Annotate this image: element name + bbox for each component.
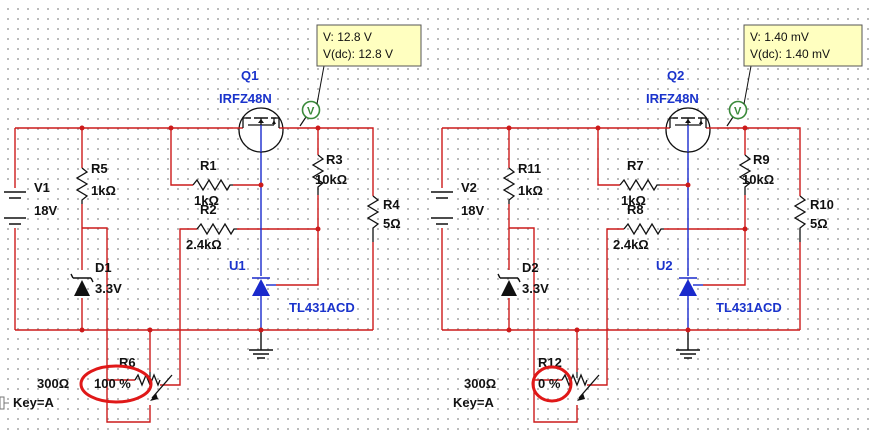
r11-value-label: 1kΩ <box>518 183 543 198</box>
resistor-r1 <box>192 178 233 192</box>
r10-ref-label: R10 <box>810 197 834 212</box>
v2-ref-label: V2 <box>461 180 477 195</box>
u2-part-label: TL431ACD <box>716 300 782 315</box>
potentiometer-r6 <box>134 372 173 401</box>
svg-text:V: V <box>734 106 742 118</box>
probe-voltage-text: V: 1.40 mV <box>750 30 809 44</box>
probe-voltage-text: V: 12.8 V <box>323 30 372 44</box>
q1-ref-label: Q1 <box>241 68 258 83</box>
mosfet-q2 <box>660 107 717 153</box>
r8-ref-label: R8 <box>627 202 644 217</box>
shunt-regulator-u1 <box>252 277 276 296</box>
v2-value-label: 18V <box>461 203 484 218</box>
voltage-probe-icon[interactable] <box>301 100 321 120</box>
ground-symbol-left <box>249 349 273 359</box>
r4-ref-label: R4 <box>383 197 400 212</box>
u1-ref-label: U1 <box>229 258 246 273</box>
r6-setting-label: 100 % <box>94 376 131 391</box>
d2-ref-label: D2 <box>522 260 539 275</box>
voltage-probe-right: V V: 1.40 mV V(dc): 1.40 mV <box>726 24 863 127</box>
r12-setting-label: 0 % <box>538 376 561 391</box>
r3-ref-label: R3 <box>326 152 343 167</box>
q2-ref-label: Q2 <box>667 68 684 83</box>
highlight-circle-left <box>79 364 153 404</box>
r5-ref-label: R5 <box>91 161 108 176</box>
r9-value-label: 10kΩ <box>742 172 774 187</box>
u1-part-label: TL431ACD <box>289 300 355 315</box>
shunt-regulator-u2 <box>679 277 703 296</box>
resistor-r4 <box>366 195 380 242</box>
r12-value-label: 300Ω <box>464 376 496 391</box>
q1-part-label: IRFZ48N <box>219 91 272 106</box>
voltage-probe-left: V V: 12.8 V V(dc): 12.8 V <box>299 24 422 127</box>
zener-diode-d2 <box>497 273 521 296</box>
battery-v1 <box>4 188 26 228</box>
r11-ref-label: R11 <box>518 161 541 176</box>
r5-value-label: 1kΩ <box>91 183 116 198</box>
zener-diode-d1 <box>70 273 94 296</box>
v1-ref-label: V1 <box>34 180 50 195</box>
probe-vdc-text: V(dc): 12.8 V <box>323 47 393 61</box>
circuit-right: V2 18V R11 1kΩ D2 3.3V R7 1kΩ R8 2.4kΩ R… <box>431 24 863 423</box>
r7-value-label: 1kΩ <box>621 193 646 208</box>
r7-ref-label: R7 <box>627 158 644 173</box>
junctions-right <box>506 125 748 333</box>
resistor-r5 <box>75 167 89 204</box>
r12-key-label: Key=A <box>453 395 494 410</box>
r6-value-label: 300Ω <box>37 376 69 391</box>
probe-readout-box <box>743 24 863 67</box>
resistor-r3 <box>311 154 325 195</box>
resistor-r9 <box>738 154 752 195</box>
r6-key-label: Key=A <box>13 395 54 410</box>
v1-value-label: 18V <box>34 203 57 218</box>
junctions-left <box>79 125 321 333</box>
r1-ref-label: R1 <box>200 158 217 173</box>
potentiometer-r12 <box>561 372 600 401</box>
highlight-circle-right <box>531 365 573 403</box>
mosfet-q1 <box>233 107 290 153</box>
r2-value-label: 2.4kΩ <box>186 237 222 252</box>
r4-value-label: 5Ω <box>383 216 401 231</box>
d1-ref-label: D1 <box>95 260 112 275</box>
q2-part-label: IRFZ48N <box>646 91 699 106</box>
battery-v2 <box>431 188 453 228</box>
resistor-r8 <box>623 222 664 236</box>
d2-value-label: 3.3V <box>522 281 549 296</box>
resistor-r10 <box>793 195 807 242</box>
slider-handle-icon[interactable] <box>0 396 9 410</box>
r3-value-label: 10kΩ <box>315 172 347 187</box>
probe-readout-box <box>316 24 422 67</box>
circuit-left: V1 18V R5 1kΩ D1 3.3V R1 1kΩ R2 2.4kΩ R3… <box>0 24 422 423</box>
ground-symbol-right <box>676 349 700 359</box>
r2-ref-label: R2 <box>200 202 217 217</box>
resistor-r2 <box>196 222 237 236</box>
d1-value-label: 3.3V <box>95 281 122 296</box>
svg-text:V: V <box>307 106 315 118</box>
resistor-r11 <box>502 167 516 204</box>
r8-value-label: 2.4kΩ <box>613 237 649 252</box>
voltage-probe-icon[interactable] <box>728 100 748 120</box>
probe-vdc-text: V(dc): 1.40 mV <box>750 47 830 61</box>
r9-ref-label: R9 <box>753 152 770 167</box>
r1-value-label: 1kΩ <box>194 193 219 208</box>
u2-ref-label: U2 <box>656 258 673 273</box>
resistor-r7 <box>619 178 660 192</box>
r10-value-label: 5Ω <box>810 216 828 231</box>
